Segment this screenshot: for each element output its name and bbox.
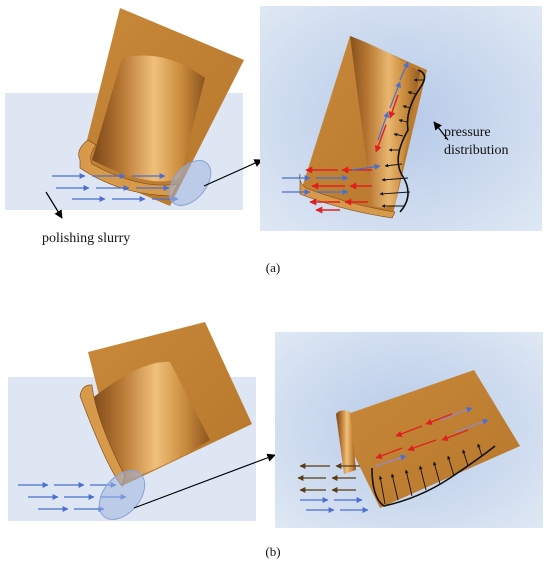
flow-arrow [377, 111, 390, 141]
slurry-flow-arrows-a [52, 173, 179, 202]
tool-cylinder-b [90, 361, 210, 482]
detail-rim-a [299, 173, 396, 219]
dark-flow-arrows-b [297, 463, 360, 493]
pressure-arrow [384, 163, 403, 168]
pressure-label-pointer [433, 121, 449, 141]
flow-arrow [439, 407, 473, 421]
label-pressure: pressure [444, 125, 491, 140]
detail-block-b [336, 370, 520, 508]
panel-a: polishing slurry [5, 6, 542, 275]
reverse-flow-arrows-a [305, 94, 399, 214]
polishing-tool-b [79, 322, 252, 487]
pressure-arrow [433, 461, 441, 485]
label-distribution: distribution [444, 143, 509, 158]
reverse-arrow [425, 413, 453, 425]
polishing-tool-a [78, 8, 244, 206]
flow-arrow [399, 61, 409, 81]
reverse-arrow [441, 429, 469, 441]
flow-arrow [351, 163, 381, 171]
reverse-arrow [375, 447, 403, 459]
detail-roller-b [336, 410, 356, 474]
reverse-arrow [374, 124, 387, 153]
contact-zone-highlight-a [168, 160, 212, 206]
detail-view-a: pressure distribution [260, 6, 542, 231]
zoom-pointer-a [203, 159, 263, 187]
pressure-distribution-a [379, 69, 426, 213]
detail-view-b [275, 332, 543, 528]
pressure-curve-a [397, 69, 426, 213]
pressure-arrow [447, 455, 455, 477]
panel-b: (b) [8, 322, 543, 559]
caption-a: (a) [266, 260, 280, 275]
tool-rim-b [79, 384, 126, 487]
slurry-label-pointer [45, 191, 63, 219]
pressure-arrow [390, 473, 399, 501]
pressure-arrow [419, 465, 427, 491]
pressure-arrow [381, 177, 409, 182]
pressure-arrow [477, 443, 483, 457]
surface-flow-arrows-b [375, 407, 489, 467]
flow-arrow [389, 81, 401, 109]
pressure-arrow [398, 119, 408, 123]
pressure-arrow [407, 91, 417, 95]
flow-arrow [455, 419, 489, 433]
zoom-pointer-b [133, 453, 276, 509]
reverse-flow-arrows-b [375, 413, 469, 459]
tool-cylinder-a [92, 55, 205, 182]
contact-zone-highlight-b [98, 470, 146, 520]
pressure-arrow [393, 132, 404, 137]
reverse-arrow [395, 425, 423, 437]
pressure-arrow [378, 475, 386, 505]
reverse-arrow [388, 94, 399, 119]
detail-inflow-arrows-a [282, 163, 381, 195]
pressure-curve-b [371, 445, 496, 507]
detail-inflow-arrows-b [300, 497, 369, 513]
flow-arrow [375, 454, 407, 467]
pressure-arrow [402, 105, 411, 109]
reverse-arrow [407, 439, 437, 452]
pressure-distribution-b [371, 443, 496, 507]
label-polishing-slurry: polishing slurry [42, 231, 130, 246]
pressure-arrow [379, 191, 411, 196]
caption-b: (b) [265, 544, 280, 559]
pressure-arrow [404, 469, 413, 497]
pressure-arrow [462, 449, 469, 467]
surface-flow-arrows-a [377, 61, 409, 141]
